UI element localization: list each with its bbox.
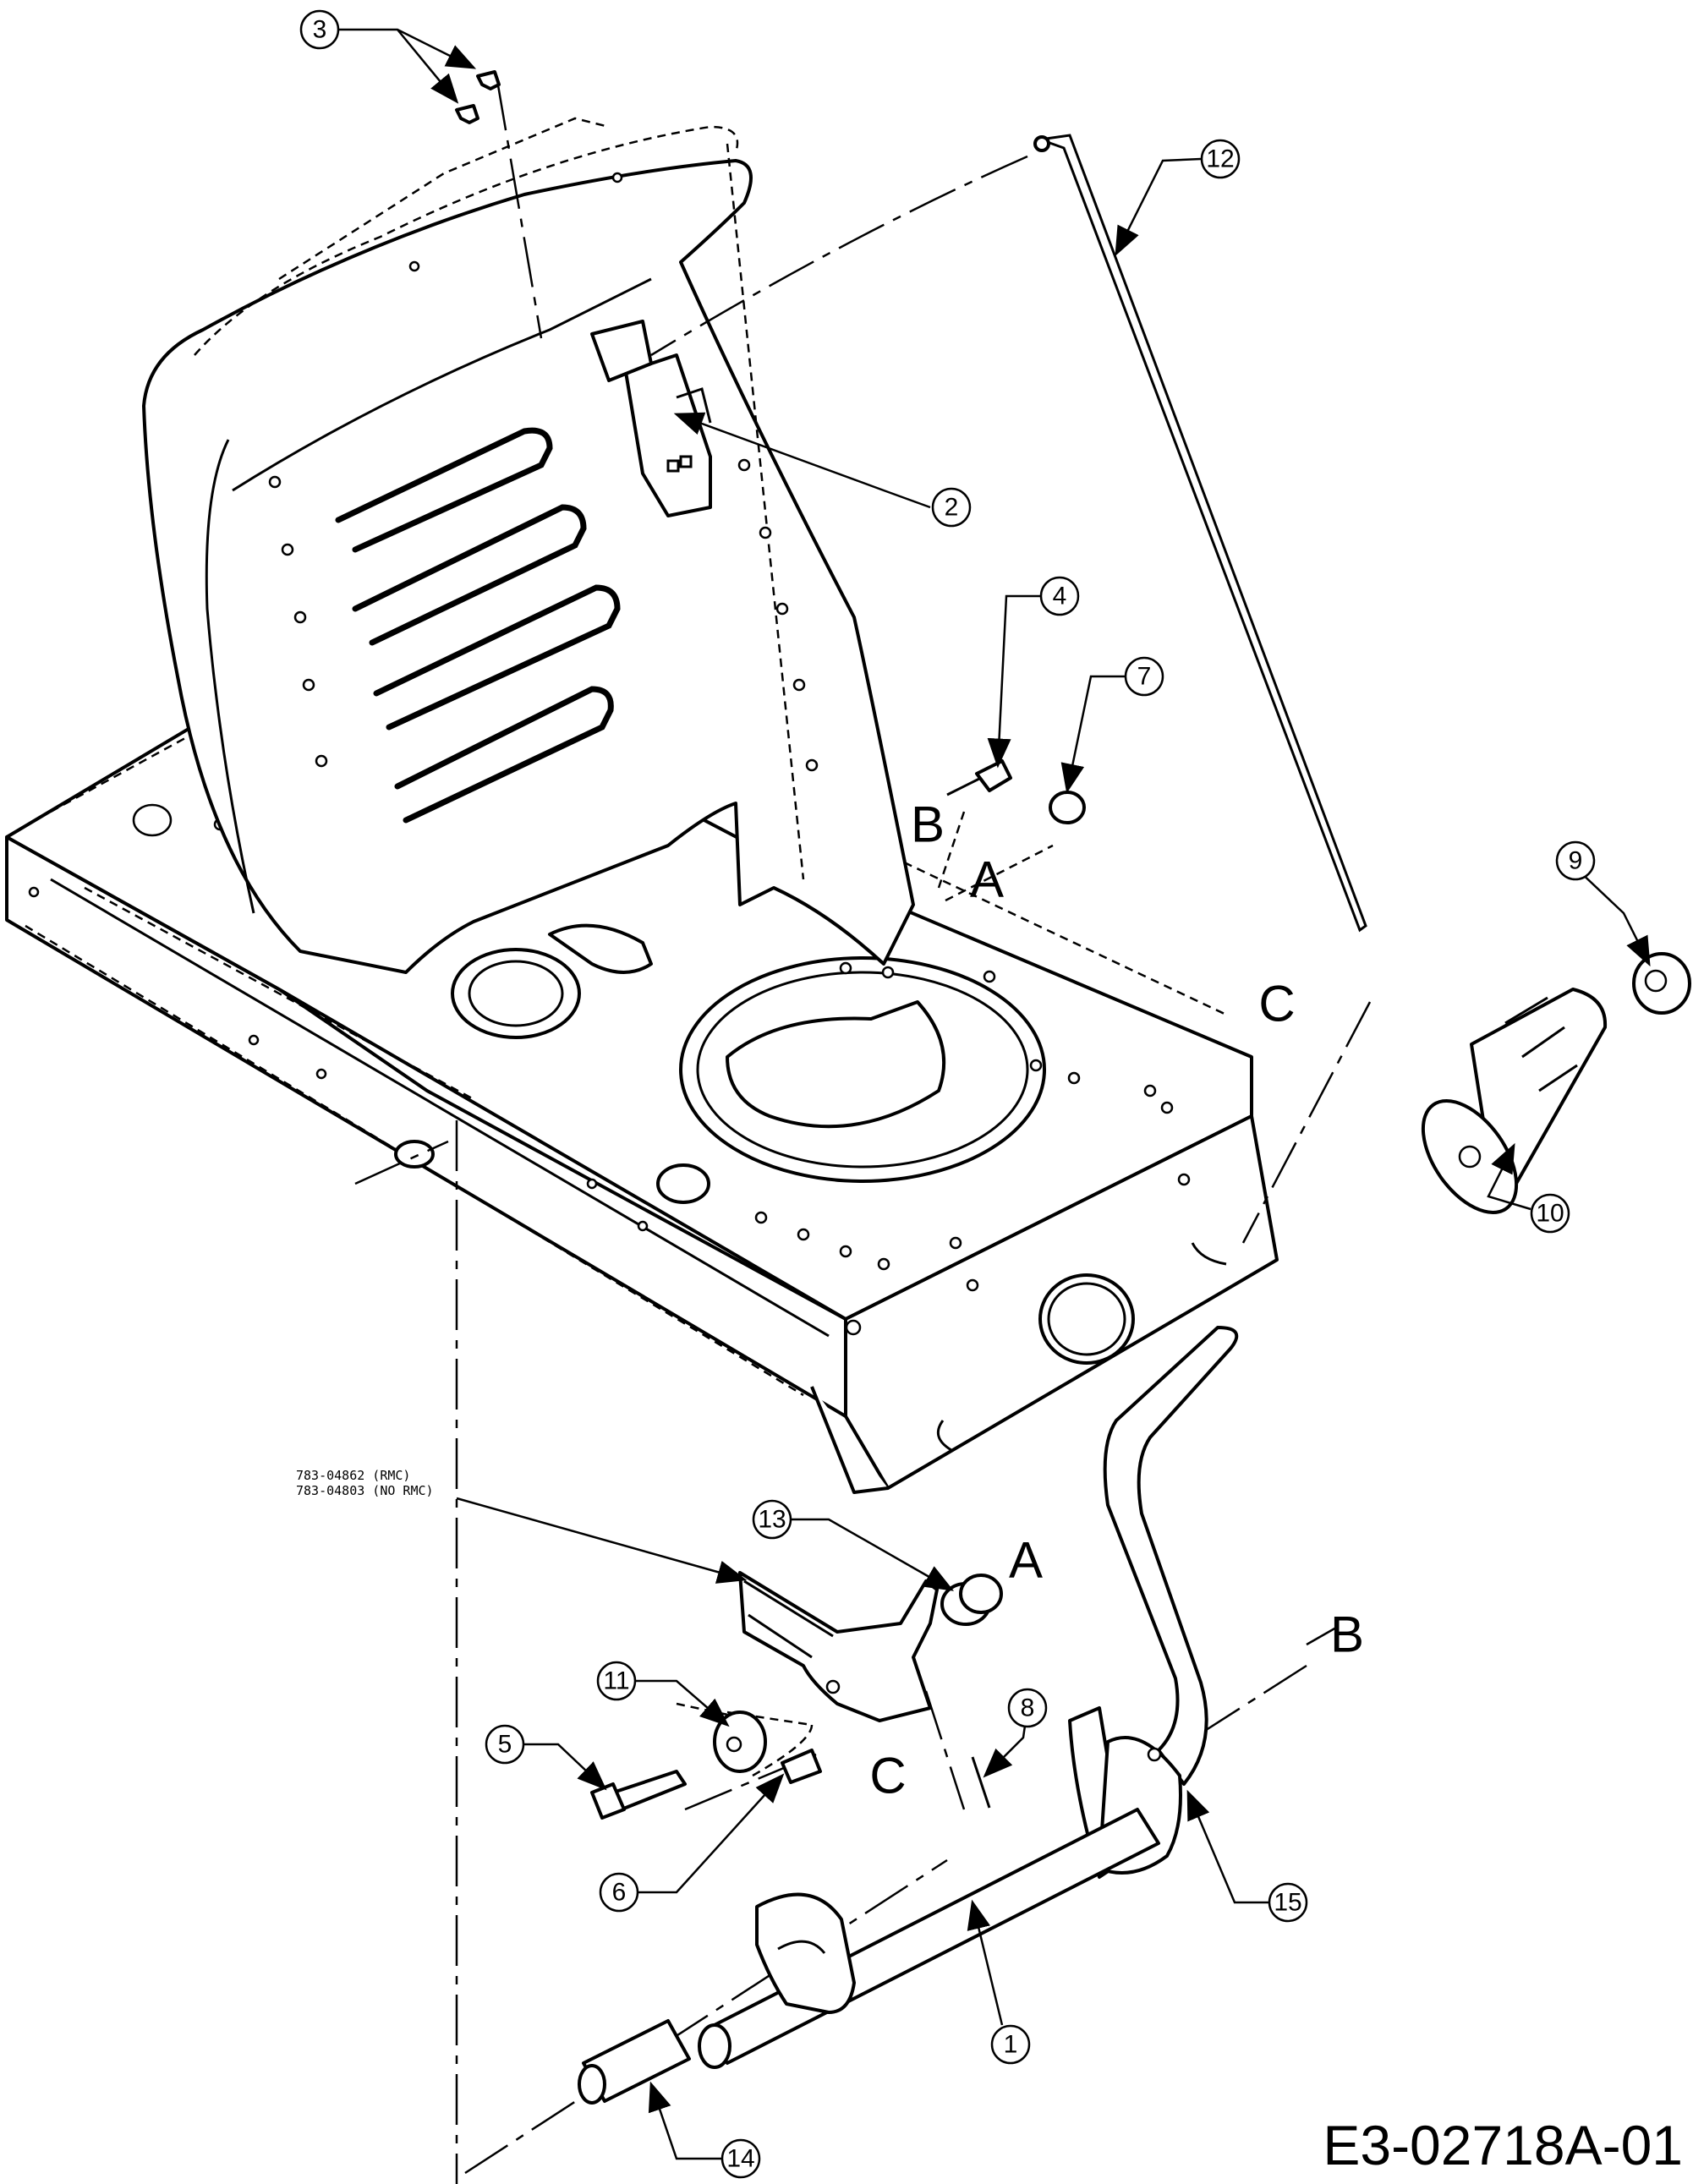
rod-part-12 xyxy=(1033,134,1367,933)
bolt-part-3 xyxy=(455,70,501,124)
callout-10: 10 xyxy=(1530,1193,1570,1234)
svg-text:5: 5 xyxy=(498,1731,512,1759)
leader-lines xyxy=(338,28,1651,2160)
callout-15: 15 xyxy=(1268,1882,1308,1923)
ref-letter-c-lower: C xyxy=(869,1748,906,1804)
callout-5: 5 xyxy=(485,1724,525,1765)
washer-part-11 xyxy=(713,1711,767,1773)
callout-2: 2 xyxy=(931,487,972,528)
svg-text:8: 8 xyxy=(1021,1694,1035,1722)
cotter-part-8 xyxy=(971,1756,991,1809)
knob-part-10 xyxy=(1421,988,1608,1214)
seat-back xyxy=(142,117,915,974)
ref-letter-b-upper: B xyxy=(911,796,945,853)
svg-text:6: 6 xyxy=(612,1879,627,1907)
svg-text:4: 4 xyxy=(1053,583,1067,610)
callout-9: 9 xyxy=(1555,840,1596,881)
ref-letter-c-upper: C xyxy=(1258,976,1295,1032)
callout-6: 6 xyxy=(599,1872,639,1913)
svg-text:9: 9 xyxy=(1569,847,1583,875)
part-note-line-1: 783-04862 (RMC) xyxy=(296,1468,410,1483)
callout-12: 12 xyxy=(1200,139,1241,179)
callout-4: 4 xyxy=(1039,576,1080,616)
svg-text:15: 15 xyxy=(1274,1889,1301,1917)
svg-text:1: 1 xyxy=(1004,2031,1018,2059)
callout-8: 8 xyxy=(1007,1688,1048,1728)
pin-part-6 xyxy=(781,1749,822,1784)
callout-3: 3 xyxy=(299,9,340,50)
nut-part-7 xyxy=(1049,791,1086,824)
bushing-part-13 xyxy=(940,1574,1003,1626)
callout-7: 7 xyxy=(1124,656,1164,697)
bracket-783-04862 xyxy=(738,1571,939,1722)
callout-14: 14 xyxy=(720,2138,761,2179)
svg-text:3: 3 xyxy=(313,16,327,44)
shaft-part-1 xyxy=(698,1808,1160,2069)
svg-text:7: 7 xyxy=(1137,663,1152,691)
lever-part-15 xyxy=(1068,1326,1239,1879)
drawing-code: E3-02718A-01 xyxy=(1323,2114,1683,2176)
ref-letter-a-upper: A xyxy=(970,851,1004,908)
bolt-part-5 xyxy=(590,1770,687,1820)
svg-text:14: 14 xyxy=(726,2145,754,2173)
svg-text:11: 11 xyxy=(603,1667,629,1695)
svg-text:2: 2 xyxy=(945,494,959,522)
ref-letter-b-lower: B xyxy=(1330,1607,1364,1663)
bolt-part-4 xyxy=(946,759,1012,796)
svg-text:10: 10 xyxy=(1536,1200,1564,1228)
callout-11: 11 xyxy=(596,1661,637,1701)
part-note-line-2: 783-04803 (NO RMC) xyxy=(296,1483,434,1498)
callout-13: 13 xyxy=(752,1499,792,1540)
svg-text:13: 13 xyxy=(758,1506,786,1534)
callout-1: 1 xyxy=(990,2024,1031,2065)
ref-letter-a-lower: A xyxy=(1009,1532,1043,1589)
sleeve-part-14 xyxy=(578,2019,691,2105)
svg-text:12: 12 xyxy=(1206,145,1234,173)
cap-part-9 xyxy=(1632,952,1691,1015)
